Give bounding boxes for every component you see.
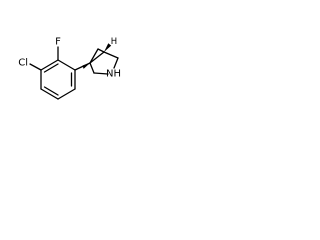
ring-bond-c4-c5 <box>40 88 59 100</box>
bond-c4prime-nitrogen <box>113 57 119 69</box>
bond-c5prime-c4prime <box>103 51 119 59</box>
bond-c6prime-c5prime <box>97 48 105 53</box>
stereo-wedge-c5prime-h <box>104 43 112 52</box>
bond-c1prime-c6prime <box>89 48 99 64</box>
benzene-ring <box>40 59 76 100</box>
bond-nitrogen-c2prime <box>93 72 109 75</box>
chlorine-atom-label: Cl <box>18 58 28 69</box>
fluorine-atom-label: F <box>55 37 61 48</box>
bond-c1prime-c5prime <box>89 51 105 64</box>
stereo-wedge-c1prime <box>82 63 90 69</box>
nitrogen-atom-label: NH <box>106 69 121 80</box>
stereo-hydrogen-label: H <box>111 37 117 47</box>
bond-c3-chlorine <box>29 63 42 71</box>
molecule-structure-diagram: Cl F NH H <box>18 37 121 100</box>
ring-double-bond-c4-c5 <box>43 86 59 96</box>
ring-bond-c1-c2 <box>57 59 76 71</box>
ring-double-bond-c2-c3 <box>43 63 59 73</box>
azabicyclo-ring <box>89 48 119 75</box>
bond-c2prime-c1prime <box>89 62 95 74</box>
ring-bond-c5-c6 <box>57 88 76 100</box>
ring-bond-c2-c3 <box>40 59 59 71</box>
